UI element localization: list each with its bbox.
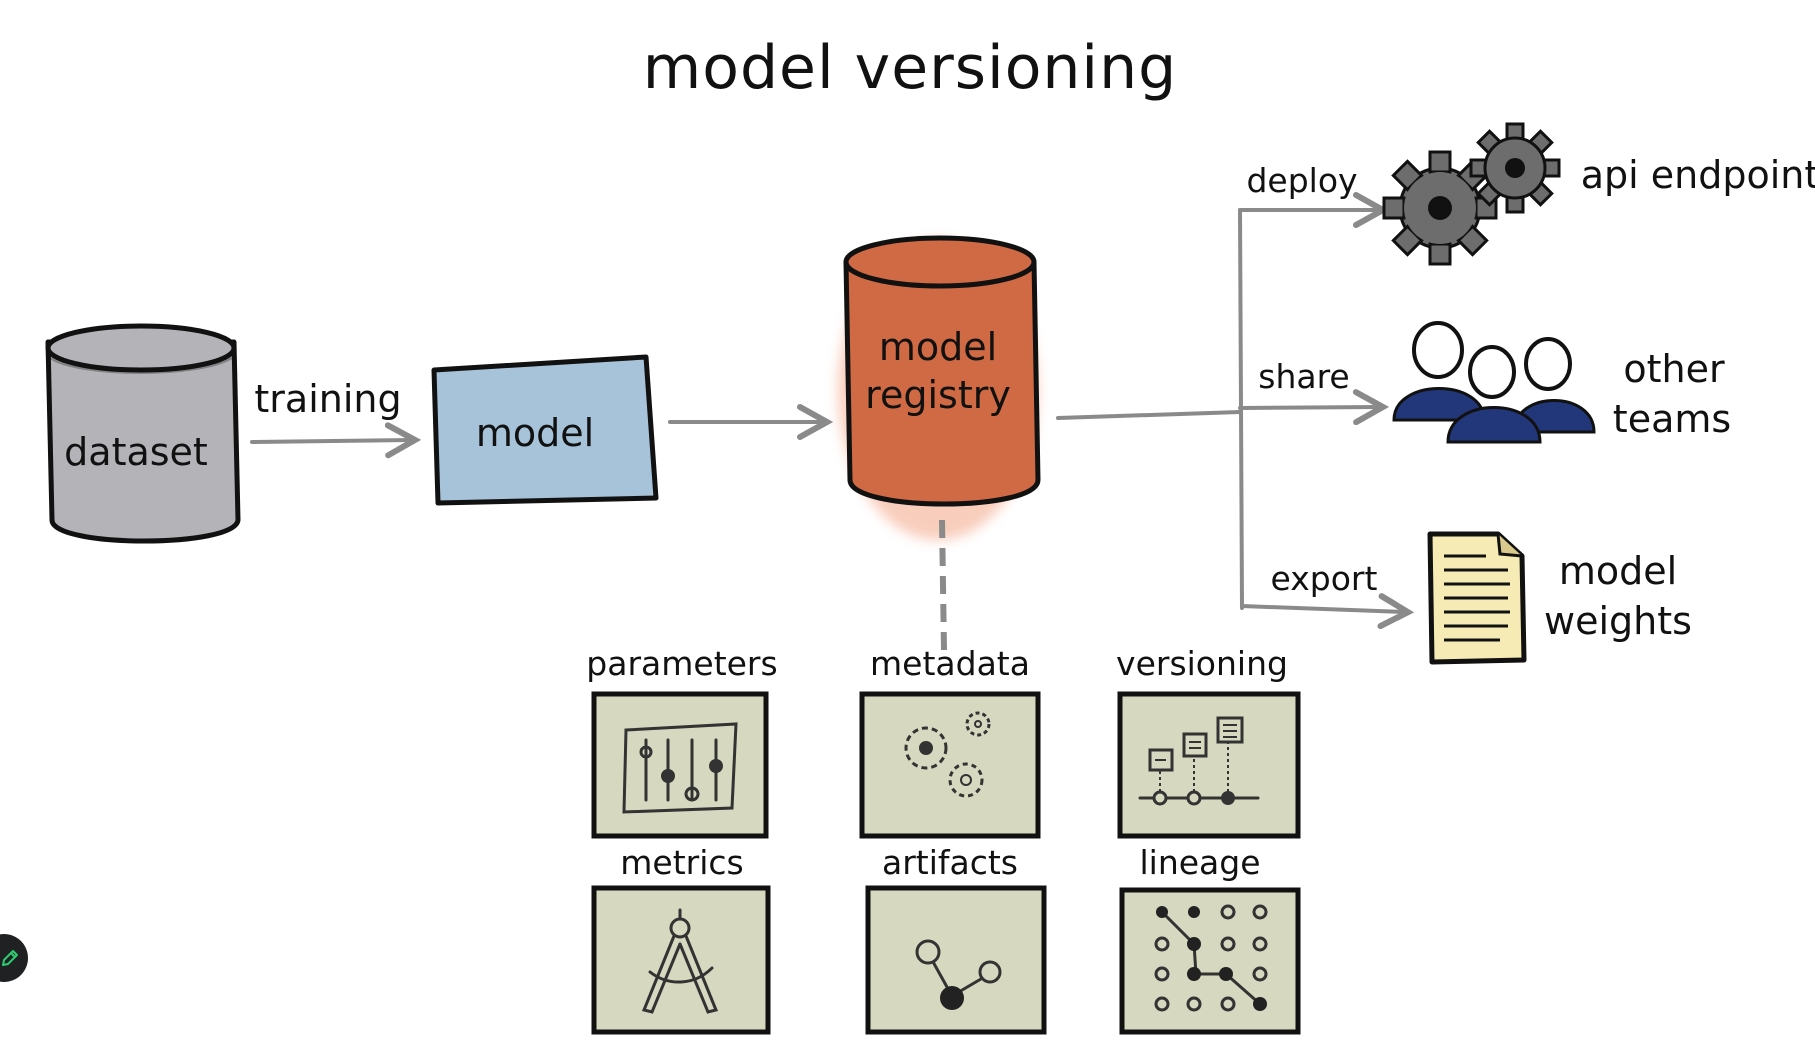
tile-versioning: versioning [1116,644,1301,839]
other-teams-output: other teams [1392,321,1731,444]
tile-metrics-label: metrics [620,843,743,882]
model-weights-output: model weights [1427,531,1692,665]
graph-grid-icon [1154,904,1268,1012]
export-label: export [1271,559,1378,598]
people-icon [1392,321,1596,444]
tile-lineage-label: lineage [1139,843,1260,882]
api-endpoint-output: api endpoint [1382,122,1815,266]
dataset-cylinder-icon [45,323,241,544]
document-icon [1427,531,1527,665]
tile-artifacts: artifacts [865,843,1047,1035]
tile-metadata-label: metadata [870,644,1030,683]
training-edge: training [250,377,412,442]
timeline-icon [1138,716,1260,806]
tile-versioning-label: versioning [1116,644,1288,683]
tile-parameters-label: parameters [586,644,777,683]
registry-label-line1: model [879,325,997,369]
tile-parameters: parameters [586,644,778,839]
tile-lineage: lineage [1119,843,1301,1035]
sliders-icon [622,722,738,814]
tile-metrics: metrics [591,843,771,1035]
dataset-label: dataset [64,430,208,474]
deploy-label: deploy [1246,161,1357,200]
registry-to-tiles-connector [939,519,947,651]
share-label: share [1258,357,1349,396]
registry-node: model registry [838,235,1041,540]
other-teams-label-line1: other [1623,347,1725,391]
training-label: training [254,377,401,421]
registry-label-line2: registry [865,373,1011,417]
model-node: model [431,354,659,506]
other-teams-label-line2: teams [1613,397,1731,441]
output-branches: deploy share export [1056,161,1405,612]
registry-cylinder-icon [843,235,1041,507]
model-label: model [476,411,594,455]
compass-icon [641,908,719,1014]
model-weights-label-line1: model [1559,549,1677,593]
dataset-node: dataset [45,323,241,544]
gears-icon [1382,122,1561,266]
gears-outline-icon [904,711,991,798]
model-weights-label-line2: weights [1544,599,1692,643]
tile-metadata: metadata [859,644,1041,839]
tile-artifacts-label: artifacts [882,843,1018,882]
api-endpoint-label: api endpoint [1581,153,1815,197]
pencil-icon [2,950,18,966]
diagram-title: model versioning [643,33,1177,103]
molecule-icon [915,939,1002,1010]
